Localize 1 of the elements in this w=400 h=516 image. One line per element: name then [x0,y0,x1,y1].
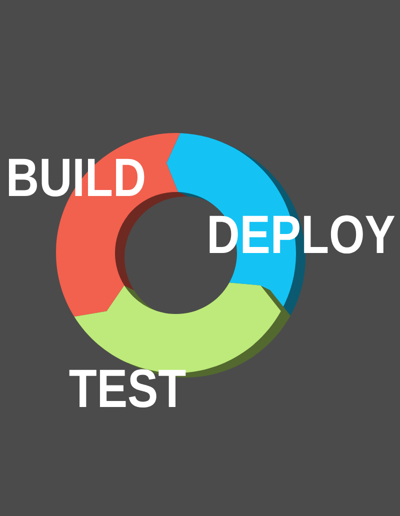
step-label: TEST [69,369,186,408]
